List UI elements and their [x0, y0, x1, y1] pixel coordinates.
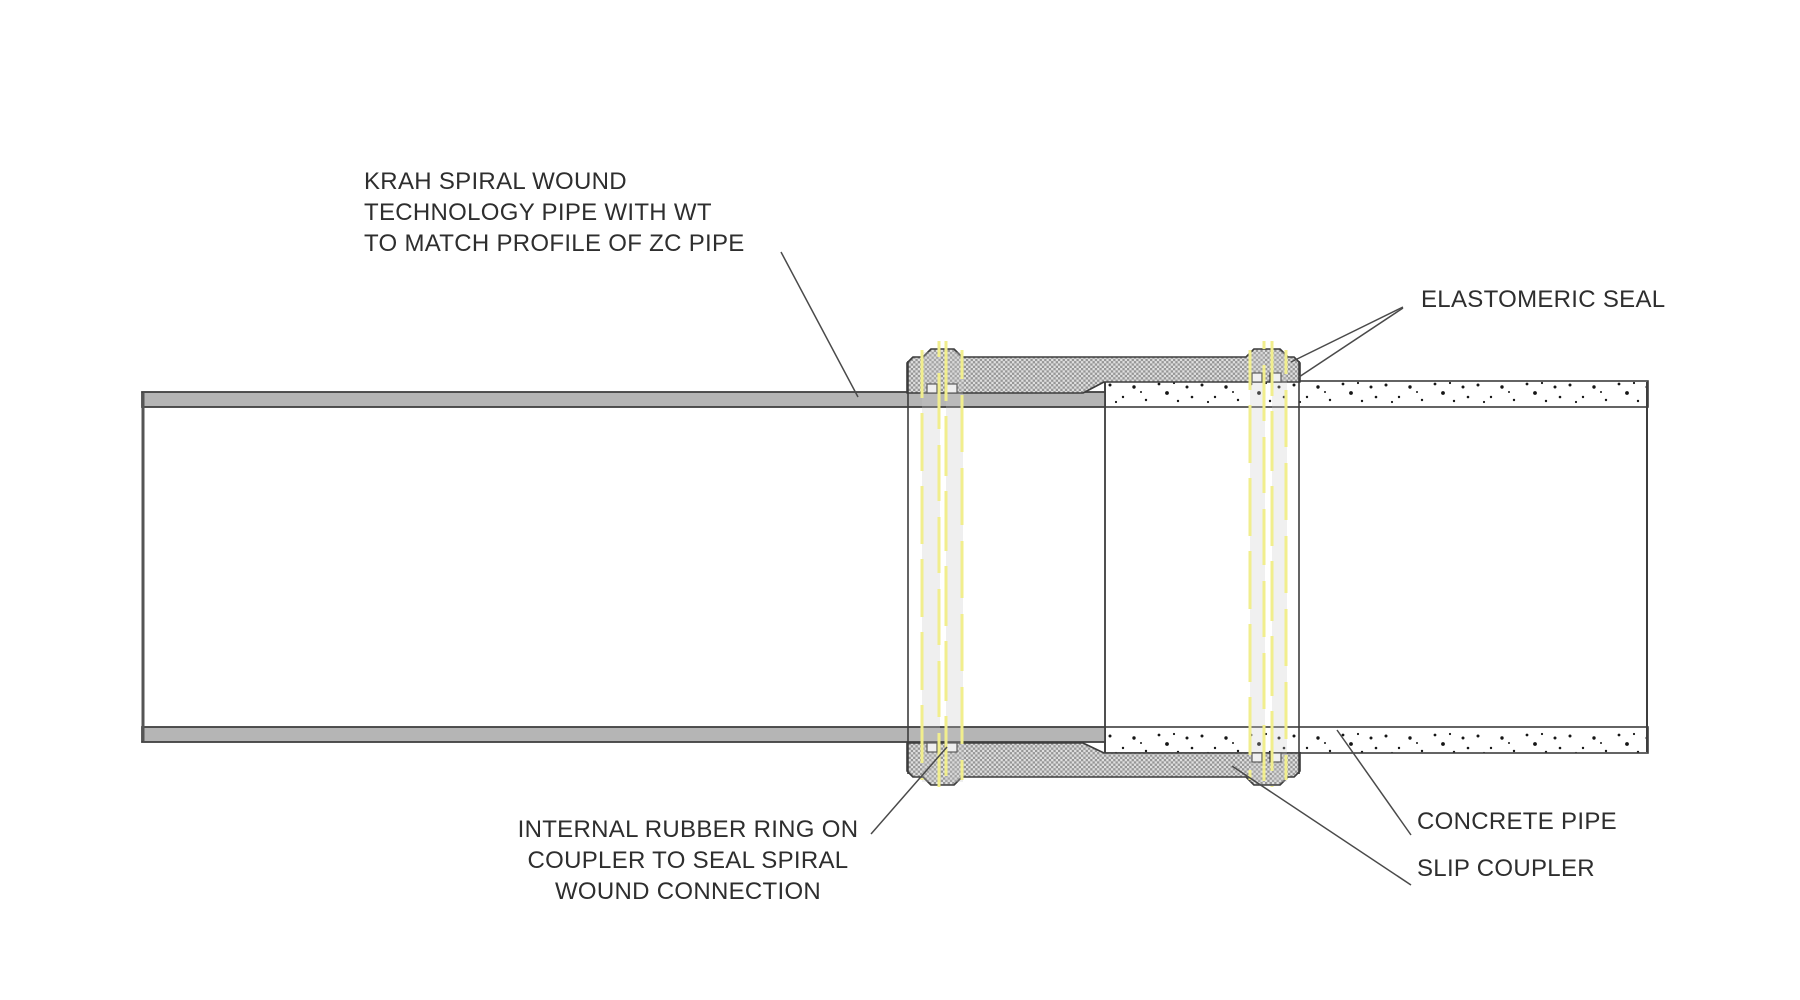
krah-pipe-label: KRAH SPIRAL WOUND TECHNOLOGY PIPE WITH W…: [364, 166, 745, 259]
internal-rubber-ring-label-line1: INTERNAL RUBBER RING ON: [517, 816, 859, 843]
internal-rubber-ring-label: INTERNAL RUBBER RING ON COUPLER TO SEAL …: [478, 814, 898, 907]
slip-coupler-bottom-band: [906, 742, 1301, 786]
seal-backing-stripes: [922, 352, 1287, 782]
concrete-pipe: [1104, 380, 1649, 754]
elastomeric-seal-label: ELASTOMERIC SEAL: [1421, 286, 1666, 313]
ring-groove: [1251, 372, 1263, 383]
ring-groove: [1269, 752, 1282, 763]
elastomeric-seal-leader-1: [1290, 306, 1404, 363]
slip-coupler-top-band: [906, 348, 1301, 394]
slip-coupler-label: SLIP COUPLER: [1417, 855, 1595, 882]
seal-stripe: [1250, 352, 1265, 782]
ring-grooves: [926, 372, 1282, 763]
krah-pipe-label-line3: TO MATCH PROFILE OF ZC PIPE: [364, 230, 745, 257]
slip-coupler-leader: [1231, 765, 1412, 886]
elastomeric-seal-leader-2: [1298, 307, 1404, 378]
krah-pipe: [141, 391, 1106, 743]
seal-stripe: [1272, 352, 1287, 782]
internal-rubber-ring-leader: [870, 746, 948, 835]
ring-groove: [926, 383, 938, 394]
ring-groove: [1269, 372, 1282, 383]
ring-groove: [926, 742, 938, 753]
krah-pipe-leader: [780, 251, 859, 398]
concrete-pipe-label: CONCRETE PIPE: [1417, 808, 1617, 835]
slip-coupler: [906, 348, 1301, 786]
seal-stripe: [922, 352, 940, 782]
concrete-pipe-bottom-wall: [1104, 726, 1649, 754]
internal-rubber-ring-label-line2: COUPLER TO SEAL SPIRAL: [527, 847, 849, 874]
seal-stripe: [946, 352, 963, 782]
elastomeric-seals: [920, 341, 1288, 787]
krah-pipe-label-line2: TECHNOLOGY PIPE WITH WT: [364, 199, 712, 226]
internal-rubber-ring-label-line3: WOUND CONNECTION: [554, 878, 822, 905]
concrete-pipe-top-wall: [1104, 380, 1649, 408]
leader-lines: [780, 251, 1412, 886]
krah-pipe-label-line1: KRAH SPIRAL WOUND: [364, 168, 627, 195]
concrete-pipe-leader: [1336, 729, 1412, 836]
ring-groove: [1251, 752, 1263, 763]
